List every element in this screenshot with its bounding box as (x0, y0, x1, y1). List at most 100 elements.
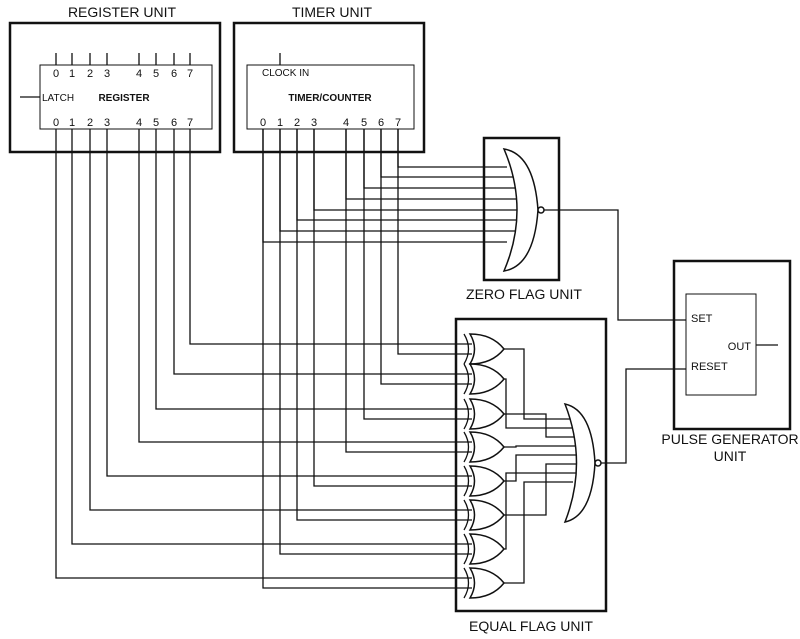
nor-gate-bubble (537, 206, 545, 214)
timer-bottom-pin-label: 4 (343, 117, 349, 129)
xor-gate-back-curve (463, 333, 470, 365)
set-label: SET (691, 313, 713, 325)
timer-bottom-pin-label: 1 (277, 117, 283, 129)
xor-to-nor-wire (504, 445, 581, 448)
timer-chip (246, 64, 415, 130)
register-to-xor-wire (71, 129, 472, 545)
clock-in-label: CLOCK IN (262, 68, 309, 79)
xor-to-nor-wire (504, 481, 573, 584)
xor-gate-back-curve (463, 465, 470, 497)
equal-flag-unit-title: EQUAL FLAG UNIT (469, 618, 593, 634)
register-to-xor-wire (173, 129, 472, 375)
zero-flag-unit-title: ZERO FLAG UNIT (466, 286, 582, 302)
timer-unit-title: TIMER UNIT (292, 4, 373, 20)
xor-gate-icon (468, 465, 505, 497)
register-top-pin-label: 2 (87, 68, 93, 80)
register-bottom-pin-label: 2 (87, 117, 93, 129)
timer-to-xor-wire (279, 129, 472, 555)
xor-gate-icon (468, 333, 505, 365)
xor-to-nor-wire (504, 472, 578, 550)
reset-label: RESET (691, 361, 728, 373)
timer-bottom-pin-label: 0 (260, 117, 266, 129)
xor-to-nor-wire (504, 463, 580, 516)
xor-gate-icon (468, 567, 505, 599)
latch-label: LATCH (42, 93, 74, 104)
timer-chip-label: TIMER/COUNTER (288, 93, 372, 104)
timer-to-xor-wire (380, 129, 472, 385)
wires (55, 129, 686, 589)
register-top-pin-label: 0 (53, 68, 59, 80)
register-bottom-pin-label: 0 (53, 117, 59, 129)
register-to-xor-wire (138, 129, 472, 443)
out-label: OUT (728, 341, 752, 353)
timer-to-xor-wire (397, 129, 472, 355)
register-bottom-pin-label: 5 (153, 117, 159, 129)
register-to-xor-wire (189, 129, 472, 345)
register-top-pin-label: 5 (153, 68, 159, 80)
timer-to-xor-wire (313, 129, 472, 487)
xor-gate-back-curve (463, 533, 470, 565)
pulse-generator-title-line1: PULSE GENERATOR (661, 431, 798, 447)
zero-flag-input-wire (296, 129, 521, 221)
register-top-pin-label: 6 (171, 68, 177, 80)
xor-to-nor-wire (504, 454, 581, 482)
timer-to-xor-wire (345, 129, 472, 453)
timer-bottom-pin-label: 5 (361, 117, 367, 129)
register-unit-box (8, 21, 222, 154)
zero-flag-unit: ZERO FLAG UNIT (466, 136, 582, 302)
timer-bottom-pin-label: 3 (311, 117, 317, 129)
register-top-pin-label: 4 (136, 68, 142, 80)
pulse-generator-unit: SET RESET OUT PULSE GENERATOR UNIT (661, 259, 799, 464)
xor-to-nor-wire (504, 378, 578, 429)
register-bottom-pin-label: 1 (69, 117, 75, 129)
register-to-xor-wire (89, 129, 472, 511)
register-to-xor-wire (55, 129, 472, 579)
timer-bottom-pin-label: 2 (294, 117, 300, 129)
zero-flag-unit-box (482, 136, 561, 282)
register-bottom-pin-label: 7 (187, 117, 193, 129)
xor-gate-icon (468, 499, 505, 531)
register-top-pin-label: 7 (187, 68, 193, 80)
zero-flag-input-wire (397, 129, 507, 168)
gates (463, 148, 602, 599)
pulse-generator-unit-box (672, 259, 792, 431)
equal-flag-unit: EQUAL FLAG UNIT (454, 317, 608, 634)
register-chip-label: REGISTER (98, 93, 150, 104)
xor-gate-icon (468, 431, 505, 463)
xor-gate-icon (468, 398, 505, 430)
timer-to-xor-wire (296, 129, 472, 521)
xor-gate-icon (468, 363, 505, 395)
zero-flag-input-wire (262, 129, 507, 243)
xor-to-nor-wire (504, 413, 580, 438)
timer-bottom-pin-label: 7 (395, 117, 401, 129)
register-to-xor-wire (155, 129, 472, 410)
nor-gate-bubble (594, 459, 602, 467)
xor-gate-back-curve (463, 499, 470, 531)
register-bottom-pin-label: 3 (104, 117, 110, 129)
zero-flag-to-set-wire (544, 209, 686, 321)
xor-gate-icon (468, 533, 505, 565)
equal-flag-to-reset-wire (601, 368, 686, 464)
register-bottom-pin-label: 4 (136, 117, 142, 129)
register-top-pin-label: 3 (104, 68, 110, 80)
timer-to-xor-wire (262, 129, 472, 589)
xor-gate-back-curve (463, 363, 470, 395)
register-to-xor-wire (106, 129, 472, 477)
equal-flag-unit-box (454, 317, 608, 613)
timer-unit-box (232, 21, 426, 154)
xor-gate-back-curve (463, 398, 470, 430)
timer-bottom-pin-label: 6 (378, 117, 384, 129)
nor-gate-icon (563, 402, 596, 524)
register-top-pin-label: 1 (69, 68, 75, 80)
pulse-generator-title-line2: UNIT (714, 448, 747, 464)
nor-gate-icon (502, 148, 539, 272)
timer-to-xor-wire (363, 129, 472, 420)
register-unit-title: REGISTER UNIT (68, 4, 177, 20)
xor-to-nor-wire (504, 348, 573, 420)
